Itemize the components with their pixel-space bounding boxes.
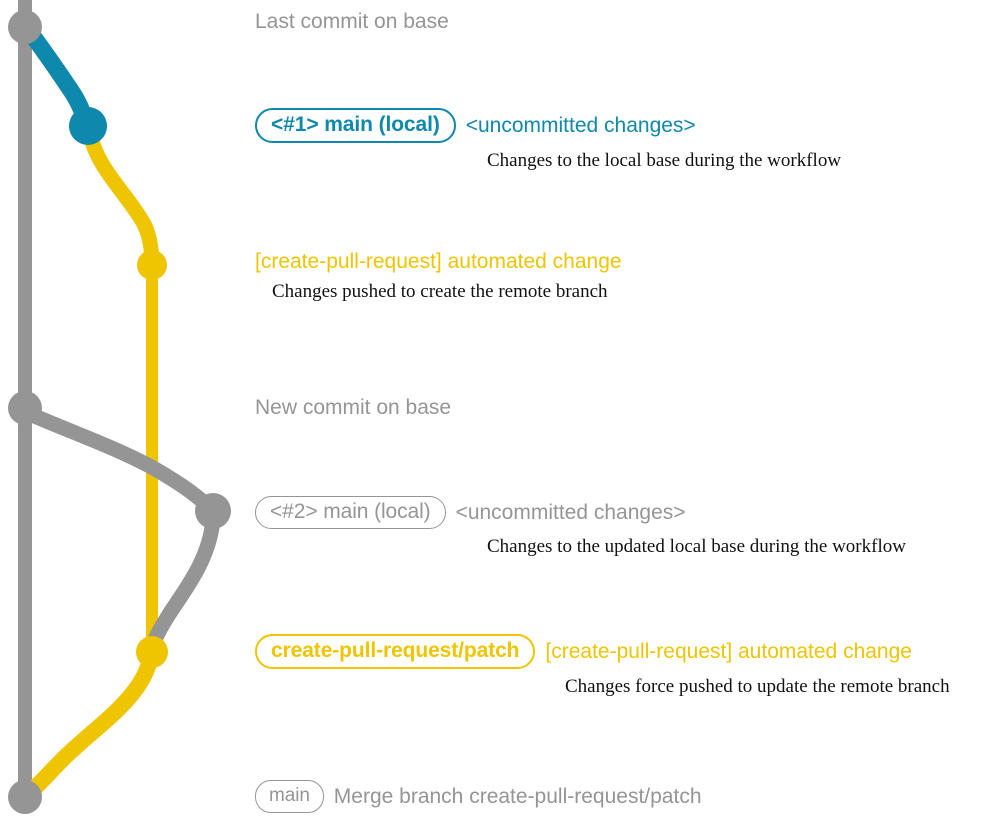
annotation-local-commit-1: <#1> main (local) <uncommitted changes> … [255,108,841,172]
commit-subject-local-1: <uncommitted changes> [465,113,696,137]
commit-node-remote-2[interactable] [136,636,168,668]
annotation-local-commit-2: <#2> main (local) <uncommitted changes> … [255,496,906,558]
commit-node-merge[interactable] [8,780,42,814]
commit-description-remote-2: Changes force pushed to update the remot… [565,676,950,697]
commit-node-local-1[interactable] [69,107,107,145]
annotation-last-commit-on-base: Last commit on base [255,10,449,34]
annotation-merge-commit: main Merge branch create-pull-request/pa… [255,780,702,813]
annotation-new-commit-on-base: New commit on base [255,396,451,420]
label-last-commit-on-base: Last commit on base [255,10,449,33]
commit-node-local-2[interactable] [195,493,231,529]
annotation-remote-commit-1: [create-pull-request] automated change C… [255,250,622,303]
remote-branch-line-1 [82,126,160,273]
ref-pill-main[interactable]: main [255,780,324,813]
annotation-remote-commit-2: create-pull-request/patch [create-pull-r… [255,634,950,698]
commit-node-base-head[interactable] [8,10,42,44]
commit-description-remote-1: Changes pushed to create the remote bran… [272,281,608,302]
ref-pill-main-local-2[interactable]: <#2> main (local) [255,496,446,529]
commit-subject-merge: Merge branch create-pull-request/patch [333,784,702,808]
local-branch-line-2 [22,406,221,519]
commit-node-base-new[interactable] [8,391,42,425]
commit-node-layer [8,10,231,814]
ref-pill-main-local-1[interactable]: <#1> main (local) [255,108,456,143]
commit-subject-local-2: <uncommitted changes> [455,500,686,524]
merge-line [19,652,158,803]
commit-subject-remote-2: [create-pull-request] automated change [545,639,912,663]
local-to-remote-line [144,512,221,660]
commit-subject-remote-1: [create-pull-request] automated change [255,250,622,273]
commit-description-local-2: Changes to the updated local base during… [487,536,906,557]
ref-pill-create-pull-request-patch[interactable]: create-pull-request/patch [255,634,536,669]
label-new-commit-on-base: New commit on base [255,396,452,419]
commit-node-remote-1[interactable] [137,250,167,280]
commit-description-local-1: Changes to the local base during the wor… [487,150,842,171]
